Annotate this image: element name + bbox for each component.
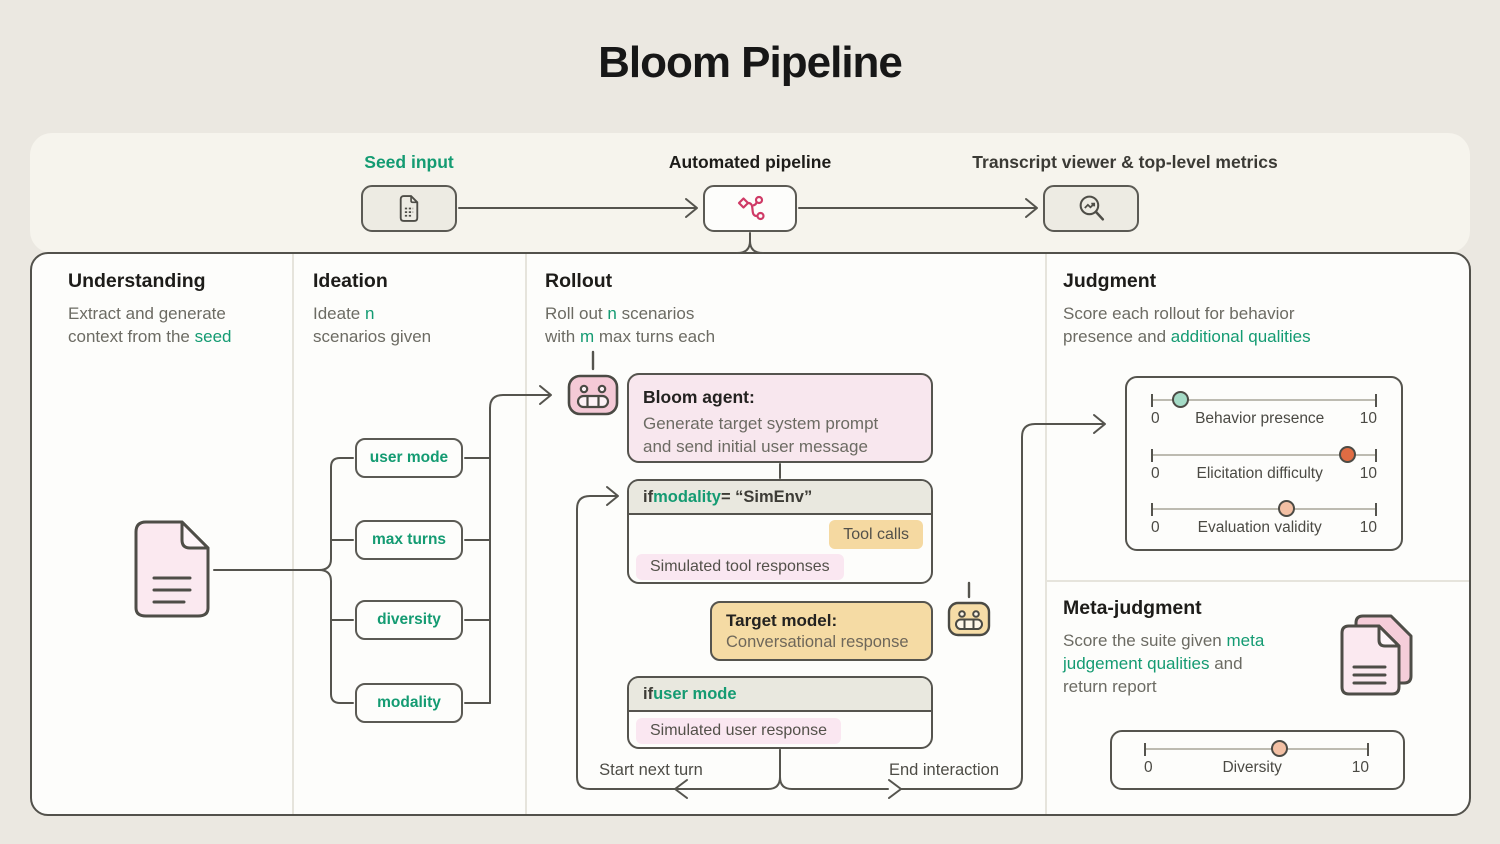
if-modality-header: if modality = “SimEnv” xyxy=(629,481,931,515)
slider-track xyxy=(1151,499,1377,517)
slider-track xyxy=(1151,445,1377,463)
tick-min xyxy=(1151,448,1153,462)
automated-pipeline-label: Automated pipeline xyxy=(668,152,832,172)
pill-user-mode: user mode xyxy=(355,438,463,478)
elicitation-difficulty-slider: 0 Elicitation difficulty 10 xyxy=(1151,445,1377,496)
transcript-viewer-node xyxy=(1043,185,1139,232)
understanding-title: Understanding xyxy=(68,270,206,292)
ideation-title: Ideation xyxy=(313,270,388,292)
slider-knob xyxy=(1278,499,1296,517)
divider-ideation-rollout xyxy=(525,254,527,814)
end-interaction-label: End interaction xyxy=(888,761,1000,779)
slider-max: 10 xyxy=(1359,465,1377,482)
tool-calls-badge: Tool calls xyxy=(829,520,923,549)
slider-min: 0 xyxy=(1151,465,1160,482)
target-model-body: Conversational response xyxy=(726,633,909,651)
judgment-title: Judgment xyxy=(1063,270,1157,292)
tick-max xyxy=(1375,393,1377,407)
evaluation-validity-slider: 0 Evaluation validity 10 xyxy=(1151,499,1377,550)
workflow-icon xyxy=(731,193,769,224)
slider-min: 0 xyxy=(1151,410,1160,427)
target-model-box: Target model: Conversational response xyxy=(710,601,933,661)
slider-knob xyxy=(1270,739,1288,757)
tick-max xyxy=(1375,448,1377,462)
behavior-presence-slider: 0 Behavior presence 10 xyxy=(1151,390,1377,441)
tick-max xyxy=(1375,502,1377,516)
slider-max: 10 xyxy=(1359,410,1377,427)
divider-understanding-ideation xyxy=(292,254,294,814)
simulated-tool-responses-badge: Simulated tool responses xyxy=(636,554,844,580)
slider-label: Behavior presence xyxy=(1195,410,1325,427)
slider-knob xyxy=(1171,390,1189,408)
slider-max: 10 xyxy=(1351,759,1369,776)
if-user-mode-box: if user mode Simulated user response xyxy=(627,676,933,749)
meta-judgment-title: Meta-judgment xyxy=(1063,597,1202,619)
slider-max: 10 xyxy=(1359,519,1377,536)
tick-min xyxy=(1151,502,1153,516)
pill-diversity: diversity xyxy=(355,600,463,640)
slider-min: 0 xyxy=(1144,759,1153,776)
slider-label: Diversity xyxy=(1222,759,1282,776)
seed-document-icon xyxy=(130,516,214,622)
divider-judgment-metajudgment xyxy=(1047,580,1469,582)
bloom-agent-box: Bloom agent: Generate target system prom… xyxy=(627,373,933,463)
if-user-mode-header: if user mode xyxy=(629,678,931,712)
magnifier-chart-icon xyxy=(1076,193,1107,224)
automated-pipeline-node xyxy=(703,185,797,232)
slider-label: Evaluation validity xyxy=(1197,519,1322,536)
diversity-slider-box: 0 Diversity 10 xyxy=(1110,730,1405,790)
seed-input-label: Seed input xyxy=(364,152,454,172)
transcript-viewer-label: Transcript viewer & top-level metrics xyxy=(972,152,1278,172)
target-model-title: Target model: xyxy=(726,611,838,630)
page-title: Bloom Pipeline xyxy=(598,38,903,87)
divider-rollout-judgment xyxy=(1045,254,1047,814)
slider-label: Elicitation difficulty xyxy=(1196,465,1323,482)
slider-knob xyxy=(1339,445,1357,463)
slider-track xyxy=(1151,390,1377,408)
diversity-slider: 0 Diversity 10 xyxy=(1144,739,1369,790)
document-icon xyxy=(397,194,421,223)
pill-modality: modality xyxy=(355,683,463,723)
slider-min: 0 xyxy=(1151,519,1160,536)
simulated-user-response-badge: Simulated user response xyxy=(636,718,841,744)
tick-min xyxy=(1144,742,1146,756)
start-next-turn-label: Start next turn xyxy=(599,761,703,779)
tick-max xyxy=(1367,742,1369,756)
report-documents-icon xyxy=(1337,612,1415,698)
if-modality-box: if modality = “SimEnv” Tool calls Simula… xyxy=(627,479,933,584)
bloom-agent-title: Bloom agent: xyxy=(643,387,755,407)
tick-min xyxy=(1151,393,1153,407)
bloom-agent-robot-icon xyxy=(566,370,620,416)
target-model-robot-icon xyxy=(947,598,991,638)
rollout-title: Rollout xyxy=(545,270,613,292)
slider-track xyxy=(1144,739,1369,757)
pill-max-turns: max turns xyxy=(355,520,463,560)
seed-input-node xyxy=(361,185,457,232)
